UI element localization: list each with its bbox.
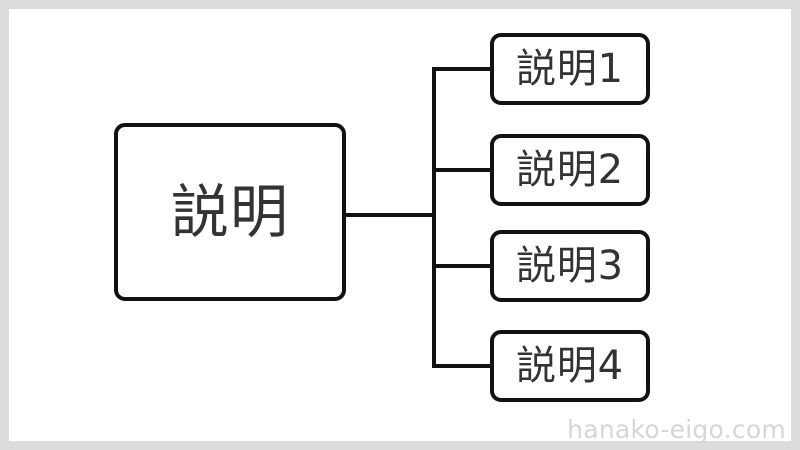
node-child-label-1: 説明1: [516, 46, 624, 92]
node-child-label-4: 説明4: [516, 343, 624, 389]
node-child-label-3: 説明3: [516, 243, 624, 289]
node-child-label-2: 説明2: [516, 147, 624, 193]
node-root-box[interactable]: 説明: [114, 123, 346, 301]
node-child-box-3[interactable]: 説明3: [490, 230, 650, 302]
node-root-label: 説明: [170, 178, 290, 246]
node-child-box-2[interactable]: 説明2: [490, 134, 650, 206]
watermark-text: hanako-eigo.com: [567, 415, 786, 444]
node-child-box-1[interactable]: 説明1: [490, 33, 650, 105]
node-child-box-4[interactable]: 説明4: [490, 330, 650, 402]
